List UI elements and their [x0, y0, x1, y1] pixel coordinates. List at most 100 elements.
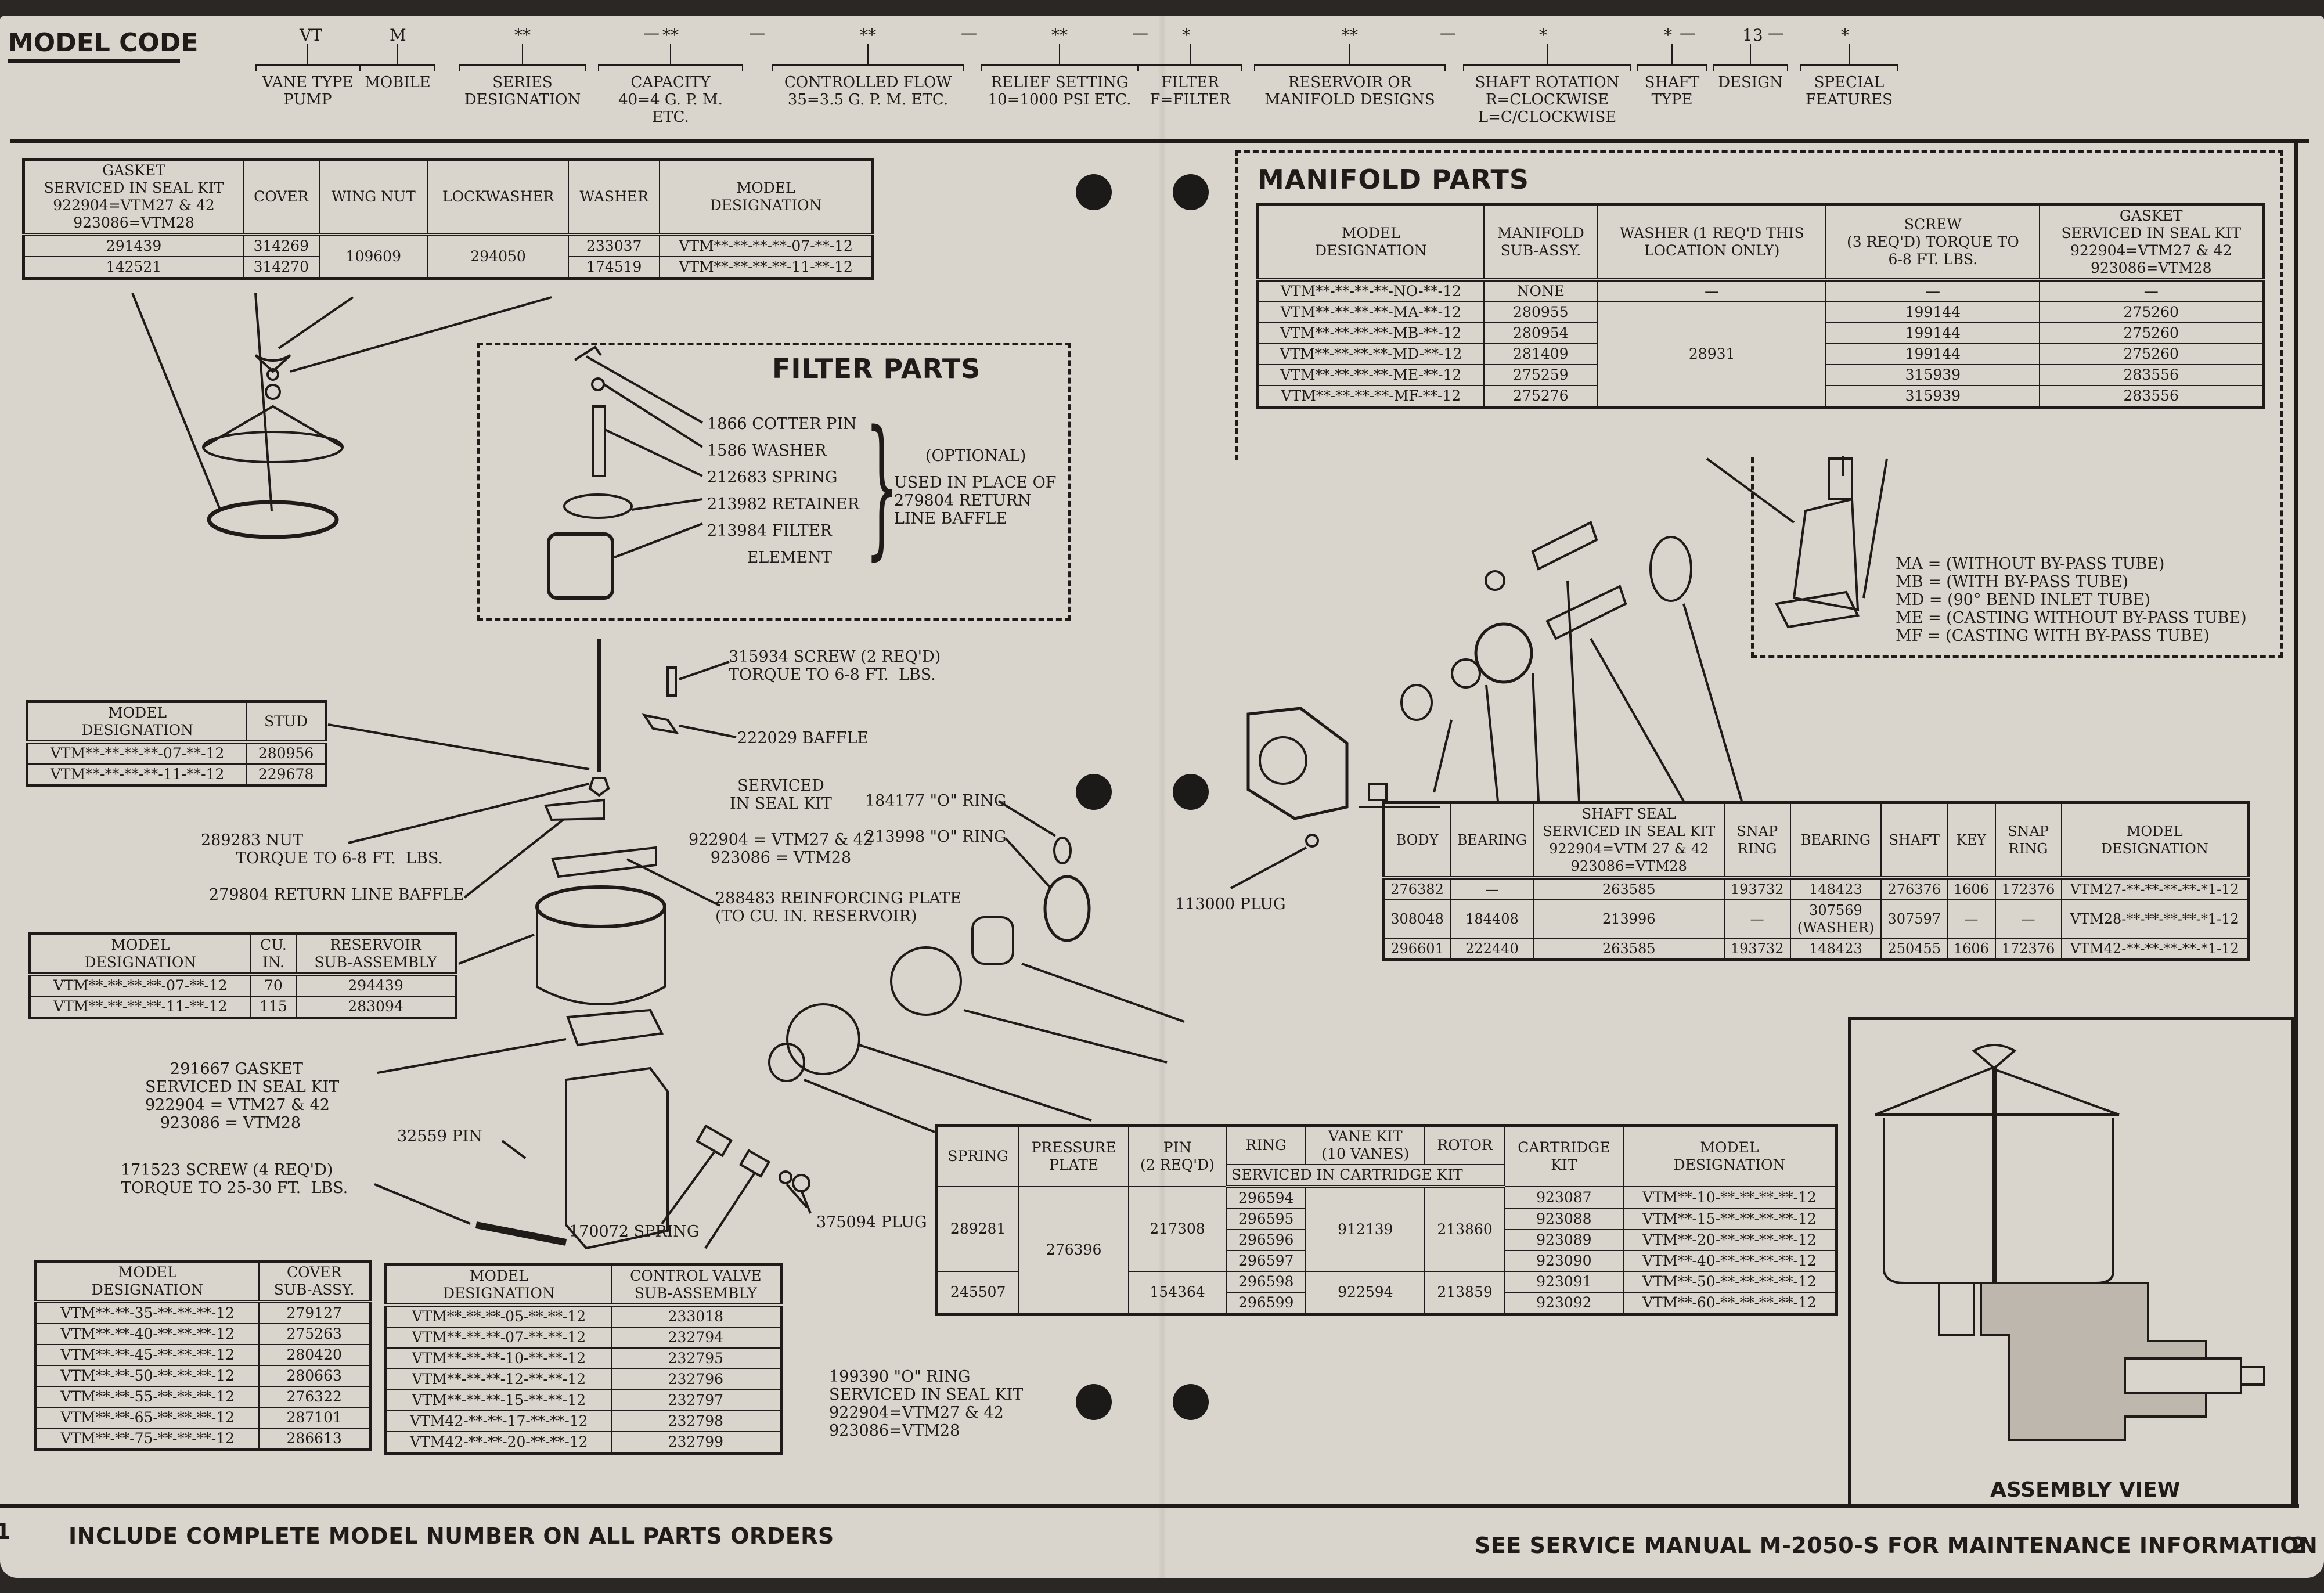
callout-spring-170072: 170072 SPRING: [569, 1223, 700, 1241]
column-header: WASHER: [568, 158, 661, 236]
table-cell: 174519: [568, 256, 661, 279]
manifold-legend-item: MA = (WITHOUT BY-PASS TUBE): [1896, 555, 2165, 573]
table-cell: VTM**-**-**-**-NO-**-12: [1256, 279, 1485, 302]
table-cell: VTM**-**-**-**-11-**-12: [26, 763, 248, 787]
serviced-in-cartridge-kit-note: SERVICED IN CARTRIDGE KIT: [1225, 1164, 1505, 1188]
column-header: MANIFOLD SUB-ASSY.: [1483, 204, 1599, 282]
table-cell: 291439: [23, 234, 244, 257]
table-cell: 232798: [610, 1410, 782, 1432]
table-cell: VTM**-**-**-**-11-**-12: [28, 996, 251, 1019]
table-cell: 275259: [1483, 364, 1599, 386]
bracket: [255, 64, 360, 71]
table-cell: 307569 (WASHER): [1789, 899, 1882, 939]
model-code-symbol: **: [1051, 26, 1068, 45]
page-border-bottom: [0, 1504, 2299, 1508]
table-cell: 263585: [1533, 938, 1725, 961]
model-code-field: DESIGN: [1713, 44, 1788, 91]
column-header: PRESSURE PLATE: [1018, 1125, 1129, 1187]
table-cell: 233037: [568, 234, 661, 257]
callout-oring-213998: 213998 "O" RING: [865, 828, 1007, 846]
model-code-title: MODEL CODE: [8, 28, 199, 57]
manifold-parts-box: [1235, 150, 2283, 460]
binder-hole: [1076, 174, 1112, 210]
table-cell: 28931: [1597, 301, 1827, 408]
model-code-field: CONTROLLED FLOW 35=3.5 G. P. M. ETC.: [772, 44, 964, 109]
table-cell: 923092: [1504, 1292, 1624, 1315]
manifold-legend-item: MD = (90° BEND INLET TUBE): [1896, 591, 2150, 609]
table-cell: 912139: [1305, 1186, 1426, 1272]
table-cell: 280954: [1483, 322, 1599, 344]
table-cell: 287101: [258, 1407, 371, 1429]
table-cell: 193732: [1723, 938, 1791, 961]
table-cell: 280956: [246, 741, 327, 765]
column-header: MODEL DESIGNATION: [34, 1260, 260, 1303]
bracket-stem: [1349, 44, 1350, 64]
column-header: MODEL DESIGNATION: [2060, 802, 2250, 880]
bracket: [1463, 64, 1631, 71]
table-cell: 245507: [935, 1271, 1020, 1315]
model-code-field: VANE TYPE PUMP: [255, 44, 360, 109]
table-cell: VTM**-**-**-**-ME-**-12: [1256, 364, 1485, 386]
model-code-dash: —: [1440, 23, 1456, 42]
filter-part-item: 212683 SPRING: [707, 468, 838, 486]
table-cell: —: [1723, 899, 1791, 939]
table-cell: 296597: [1225, 1250, 1307, 1272]
table-cell: 184408: [1450, 899, 1534, 939]
model-code-label: SERIES DESIGNATION: [464, 74, 581, 109]
column-header: GASKET SERVICED IN SEAL KIT 922904=VTM27…: [23, 158, 244, 236]
filter-brace: }: [865, 399, 899, 574]
model-code-label: VANE TYPE PUMP: [262, 74, 354, 109]
table-cell: VTM**-**-**-07-**-**-12: [385, 1327, 612, 1349]
table-cell: 296594: [1225, 1186, 1307, 1209]
table-cell: 199144: [1825, 301, 2041, 323]
column-header: STUD: [246, 701, 327, 744]
table-cell: 296601: [1382, 938, 1451, 961]
column-header: MODEL DESIGNATION: [659, 158, 874, 236]
model-code-symbol: **: [860, 26, 876, 45]
column-header: COVER: [243, 158, 320, 236]
bracket-stem: [1750, 44, 1751, 64]
table-cell: VTM**-**-**-10-**-**-12: [385, 1347, 612, 1369]
column-header: VANE KIT (10 VANES): [1305, 1125, 1426, 1165]
model-code-symbol: *: [1841, 26, 1849, 45]
table-cell: 923089: [1504, 1229, 1624, 1251]
column-header: WASHER (1 REQ'D THIS LOCATION ONLY): [1597, 204, 1827, 282]
model-code-label: SPECIAL FEATURES: [1806, 74, 1893, 109]
cover-parts-table: GASKET SERVICED IN SEAL KIT 922904=VTM27…: [22, 158, 874, 280]
table-cell: VTM**-40-**-**-**-**-12: [1622, 1250, 1837, 1272]
table-cell: 229678: [246, 763, 327, 787]
column-header: MODEL DESIGNATION: [28, 933, 251, 976]
table-cell: VTM**-**-**-**-07-**-12: [659, 234, 874, 257]
table-cell: 222440: [1450, 938, 1534, 961]
bracket: [1254, 64, 1446, 71]
manifold-legend-item: MF = (CASTING WITH BY-PASS TUBE): [1896, 627, 2210, 645]
column-header: MODEL DESIGNATION: [26, 701, 248, 744]
table-cell: 1606: [1947, 877, 1996, 900]
table-cell: —: [1450, 877, 1534, 900]
binder-hole: [1173, 174, 1209, 210]
table-cell: VTM**-10-**-**-**-**-12: [1622, 1186, 1837, 1209]
bracket-stem: [397, 44, 398, 64]
model-code-label: SHAFT TYPE: [1644, 74, 1700, 109]
table-cell: 315939: [1825, 385, 2041, 408]
table-cell: VTM**-**-**-**-07-**-12: [26, 741, 248, 765]
table-cell: VTM42-**-**-20-**-**-12: [385, 1431, 612, 1454]
column-header: RESERVOIR SUB-ASSEMBLY: [296, 933, 457, 976]
table-cell: 314269: [243, 234, 320, 257]
table-cell: 923091: [1504, 1271, 1624, 1293]
model-code-symbol: M: [390, 26, 406, 45]
table-cell: VTM**-**-**-**-MF-**-12: [1256, 385, 1485, 408]
